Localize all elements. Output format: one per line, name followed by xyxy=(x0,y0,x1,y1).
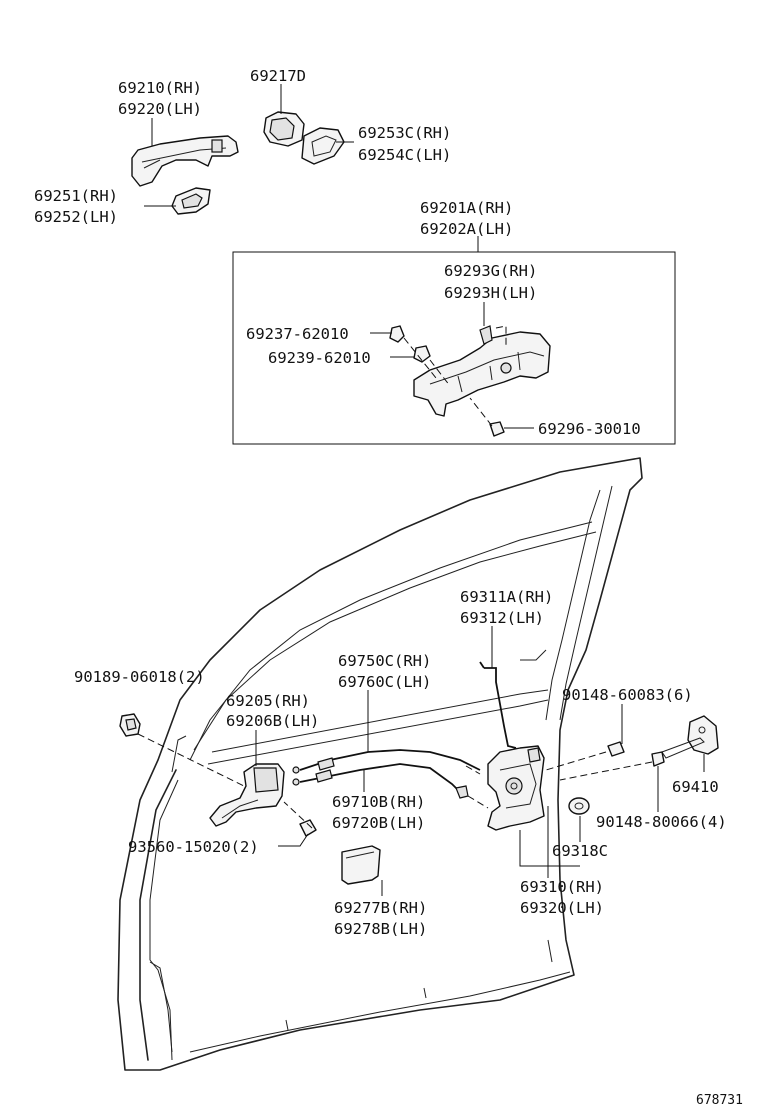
label-grommet: 69318C xyxy=(552,842,608,860)
label-inner-handle-rh: 69205(RH) xyxy=(226,692,310,710)
dash-nut-clip xyxy=(137,733,245,787)
dash-striker-screw-a xyxy=(545,751,607,771)
striker-screw-b xyxy=(651,751,665,767)
striker xyxy=(661,715,719,759)
dash-screw-inner xyxy=(283,801,313,829)
front-handle-pad xyxy=(301,127,345,165)
label-lock-assy-rh: 69310(RH) xyxy=(520,878,604,896)
dash-frame-screw xyxy=(469,397,493,427)
label-lock-rod-lh: 69312(LH) xyxy=(460,609,544,627)
door-lock-assembly xyxy=(487,745,545,831)
inside-door-handle xyxy=(209,763,285,827)
key-cylinder xyxy=(263,111,305,147)
label-pad-rear-rh: 69251(RH) xyxy=(34,187,118,205)
label-striker-screw: 90148-60083(6) xyxy=(562,686,693,704)
label-striker: 69410 xyxy=(672,778,719,796)
cable-cover xyxy=(341,845,381,885)
dash-clip-b xyxy=(429,359,451,387)
label-lock-cable-lh: 69720B(LH) xyxy=(332,814,425,832)
label-frame-sub-rh: 69293G(RH) xyxy=(444,262,537,280)
label-handle-outer-rh: 69210(RH) xyxy=(118,79,202,97)
label-pad-rear-lh: 69252(LH) xyxy=(34,208,118,226)
frame-assy-box xyxy=(232,251,676,445)
dash-cable-end xyxy=(465,765,489,809)
leader-screw-inner xyxy=(278,833,309,847)
rear-handle-pad xyxy=(171,187,211,215)
label-inner-handle-lh: 69206B(LH) xyxy=(226,712,319,730)
dash-striker-screw-b xyxy=(559,761,653,781)
striker-screw-a xyxy=(607,741,625,757)
label-handle-outer-lh: 69220(LH) xyxy=(118,100,202,118)
handle-frame xyxy=(413,325,551,417)
clip-a xyxy=(389,325,405,343)
door-panel xyxy=(117,457,643,1071)
nut-clip xyxy=(119,713,141,737)
figure-number: 678731 xyxy=(696,1093,743,1108)
label-lock-assy-lh: 69320(LH) xyxy=(520,899,604,917)
label-cover-rh: 69277B(RH) xyxy=(334,899,427,917)
label-frame-assy-lh: 69202A(LH) xyxy=(420,220,513,238)
dash-frame-sub xyxy=(495,325,507,348)
label-frame-assy-rh: 69201A(RH) xyxy=(420,199,513,217)
label-pad-front-lh: 69254C(LH) xyxy=(358,146,451,164)
clip-b xyxy=(413,345,431,363)
label-lock-rod-rh: 69311A(RH) xyxy=(460,588,553,606)
label-cover-lh: 69278B(LH) xyxy=(334,920,427,938)
frame-screw xyxy=(489,421,505,437)
label-pad-front-rh: 69253C(RH) xyxy=(358,124,451,142)
label-frame-sub-lh: 69293H(LH) xyxy=(444,284,537,302)
grommet xyxy=(568,797,590,815)
label-inner-cable-lh: 69760C(LH) xyxy=(338,673,431,691)
label-striker-screw-b: 90148-80066(4) xyxy=(596,813,727,831)
label-clip-b: 69239-62010 xyxy=(268,349,371,367)
lock-rod xyxy=(479,661,517,749)
label-frame-screw: 69296-30010 xyxy=(538,420,641,438)
label-screw-inner: 93560-15020(2) xyxy=(128,838,259,856)
leader-lock-assy xyxy=(519,806,580,878)
part-labels: 69210(RH) 69220(LH) 69217D 69253C(RH) 69… xyxy=(34,67,743,1108)
label-inner-cable-rh: 69750C(RH) xyxy=(338,652,431,670)
lock-cable xyxy=(292,763,469,799)
inner-handle-screw xyxy=(299,819,317,837)
outer-door-handle xyxy=(131,135,239,187)
label-lock-cable-rh: 69710B(RH) xyxy=(332,793,425,811)
inside-handle-cable xyxy=(292,749,481,774)
label-clip-a: 69237-62010 xyxy=(246,325,349,343)
label-nut-clip: 90189-06018(2) xyxy=(74,668,205,686)
dash-clip-a xyxy=(403,337,437,379)
label-cylinder: 69217D xyxy=(250,67,306,85)
